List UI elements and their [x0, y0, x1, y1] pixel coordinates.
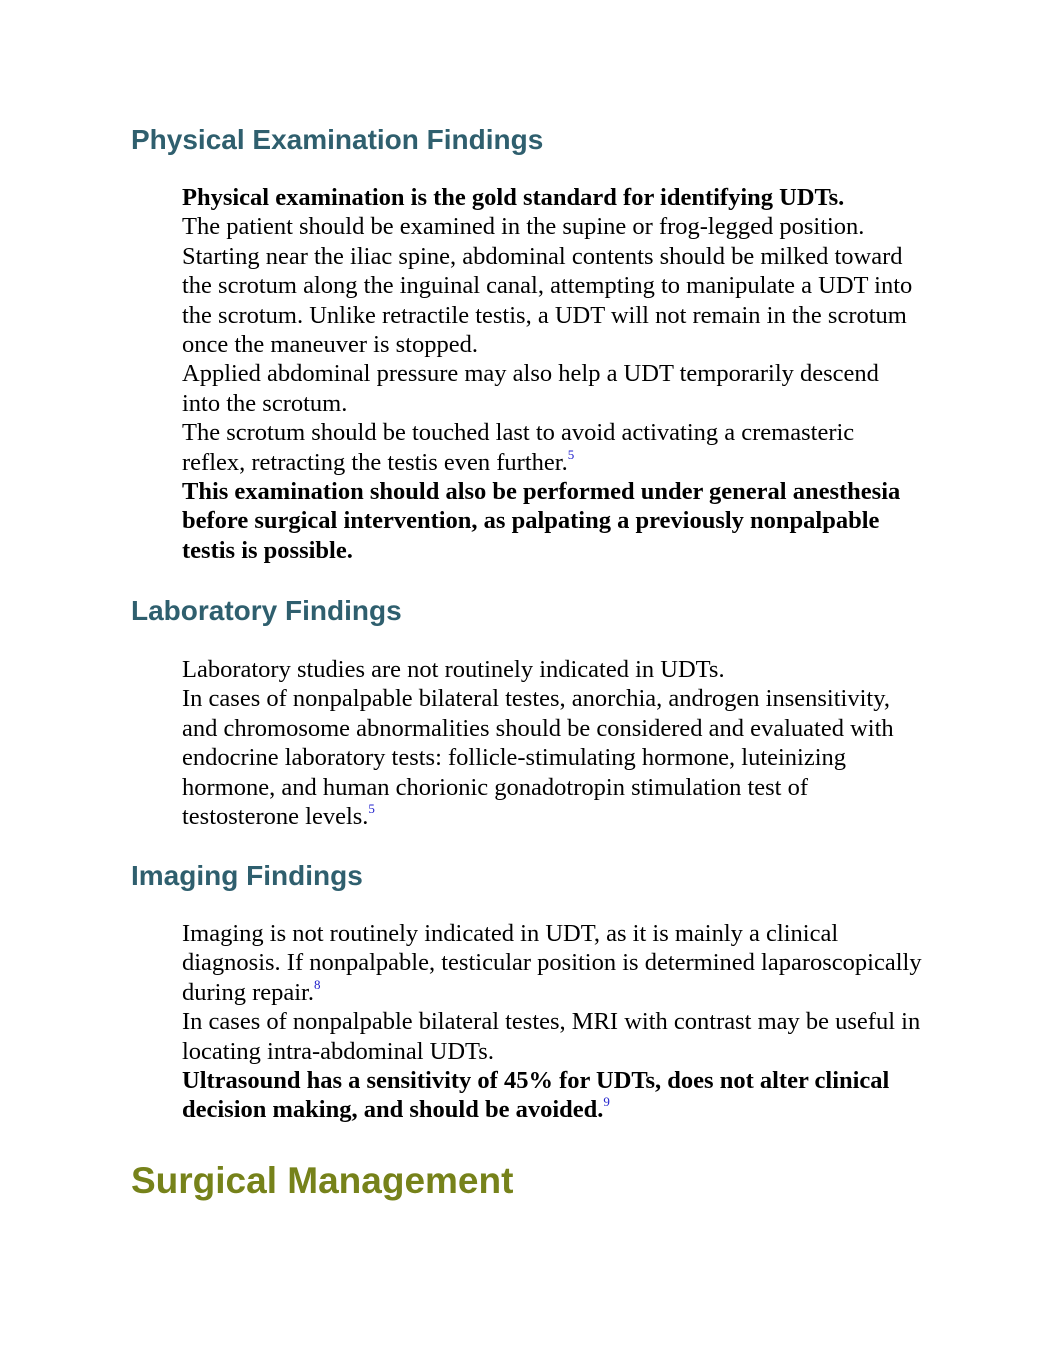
heading-physical-examination-findings: Physical Examination Findings: [131, 124, 544, 155]
reference-link-9[interactable]: 9: [603, 1094, 610, 1110]
paragraph-gold-standard: Physical examination is the gold standar…: [182, 184, 845, 211]
paragraph-lab-not-indicated: Laboratory studies are not routinely ind…: [182, 656, 725, 683]
paragraph-text: The scrotum should be touched last to av…: [182, 419, 855, 476]
paragraph-examination-procedure: The patient should be examined in the su…: [182, 213, 913, 359]
heading-laboratory-findings: Laboratory Findings: [131, 595, 402, 626]
paragraph-abdominal-pressure: Applied abdominal pressure may also help…: [182, 360, 879, 417]
paragraph-text: In cases of nonpalpable bilateral testes…: [182, 685, 894, 831]
reference-link-5[interactable]: 5: [368, 800, 375, 816]
section-imaging-body: Imaging is not routinely indicated in UD…: [182, 919, 922, 1125]
paragraph-text: Imaging is not routinely indicated in UD…: [182, 920, 922, 1006]
paragraph-endocrine-tests: In cases of nonpalpable bilateral testes…: [182, 684, 922, 831]
paragraph-scrotum-touched-last: The scrotum should be touched last to av…: [182, 418, 922, 477]
heading-imaging-findings: Imaging Findings: [131, 860, 363, 891]
paragraph-mri-contrast: In cases of nonpalpable bilateral testes…: [182, 1008, 921, 1065]
section-physical-examination-body: Physical examination is the gold standar…: [182, 183, 922, 565]
reference-link-5[interactable]: 5: [567, 446, 575, 462]
heading-surgical-management: Surgical Management: [131, 1160, 514, 1201]
paragraph-imaging-not-indicated: Imaging is not routinely indicated in UD…: [182, 919, 922, 1007]
paragraph-general-anesthesia: This examination should also be performe…: [182, 478, 901, 564]
paragraph-text: Ultrasound has a sensitivity of 45% for …: [182, 1067, 890, 1124]
section-laboratory-body: Laboratory studies are not routinely ind…: [182, 655, 922, 831]
reference-link-8[interactable]: 8: [314, 976, 321, 992]
paragraph-ultrasound-sensitivity: Ultrasound has a sensitivity of 45% for …: [182, 1066, 922, 1125]
